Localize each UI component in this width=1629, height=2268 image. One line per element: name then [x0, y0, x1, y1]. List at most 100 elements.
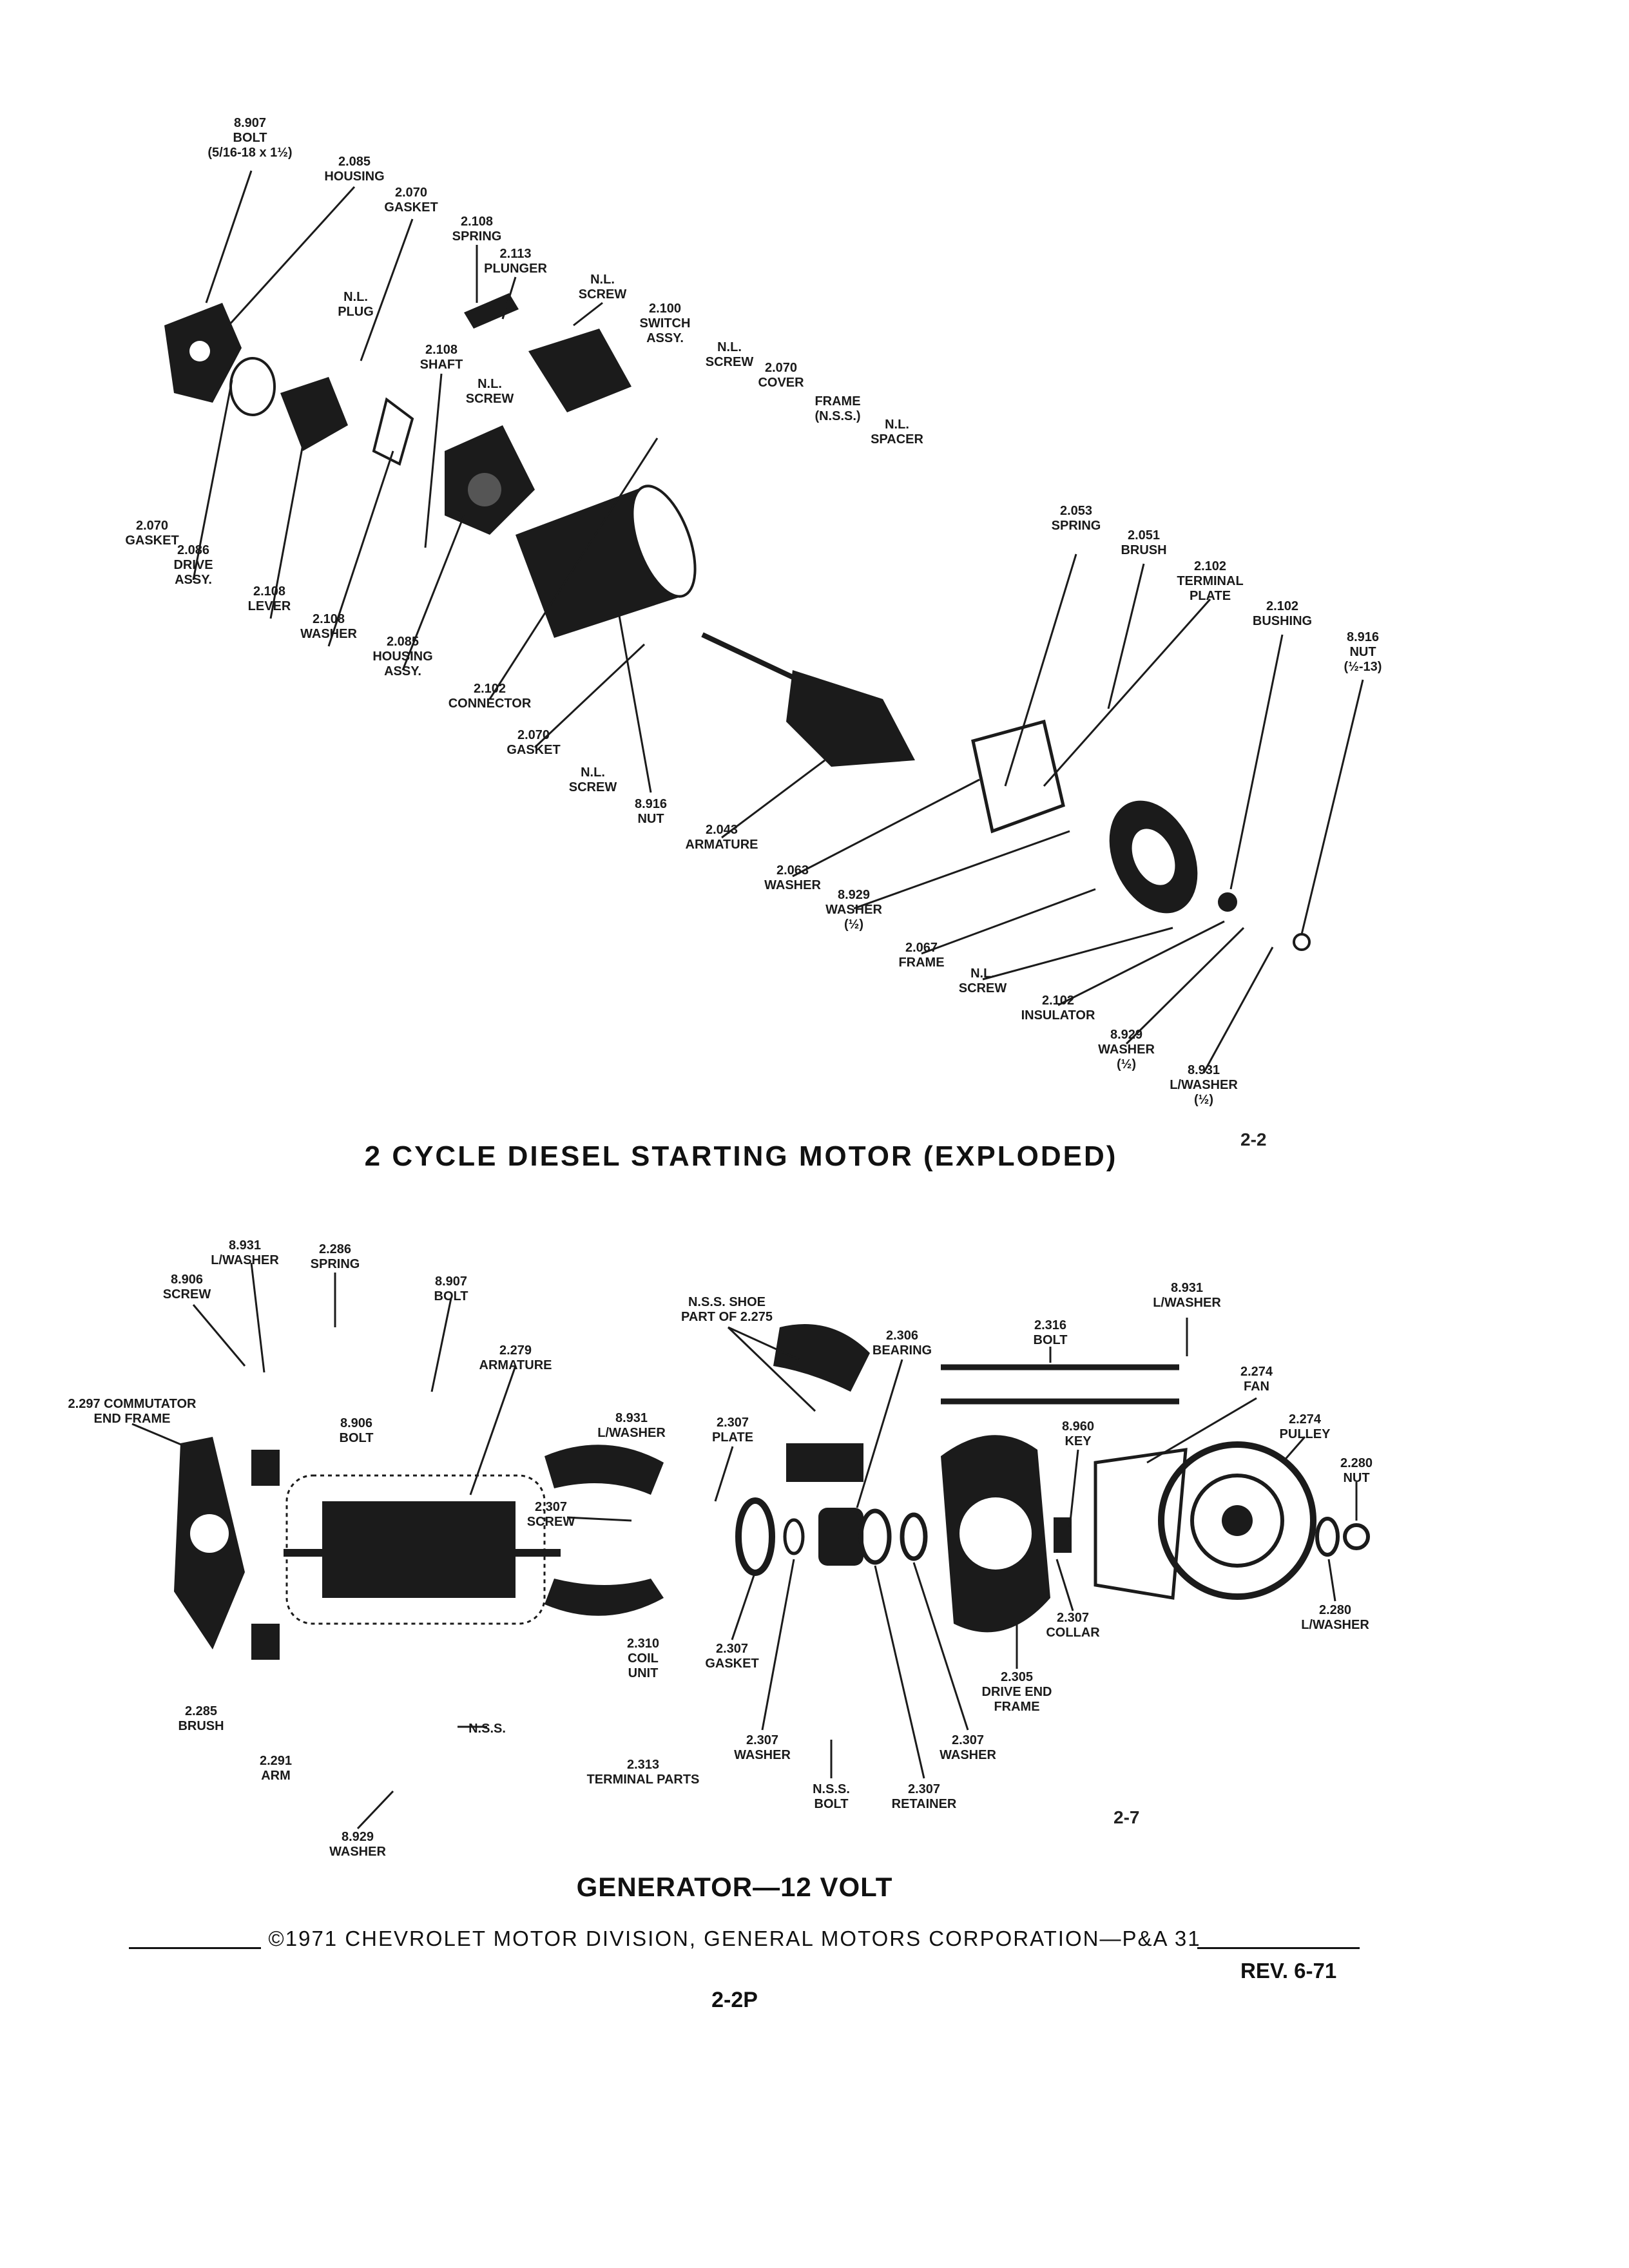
callout-text: 2.307: [951, 1733, 985, 1747]
callout-text: COLLAR: [1046, 1626, 1100, 1640]
callout-text: N.L.: [885, 418, 909, 432]
housing-bore: [189, 341, 210, 361]
callout-text: PART OF 2.275: [681, 1310, 773, 1324]
leader-line: [1281, 1436, 1306, 1463]
callout-text: 2.280: [1318, 1603, 1352, 1617]
callout-text: PLATE: [711, 1430, 754, 1445]
pulley-groove: [1190, 1474, 1284, 1568]
callout-text: 8.931: [615, 1411, 648, 1425]
callout-text: 2.307: [716, 1416, 749, 1430]
leader-line: [356, 1790, 394, 1830]
starting-motor-part-callout: N.L.SCREW: [579, 273, 626, 302]
callout-text: FRAME: [815, 394, 861, 408]
callout-text: 2.108: [460, 215, 494, 229]
leader-line: [856, 1359, 903, 1508]
callout-text: SCREW: [958, 981, 1007, 995]
leader-line: [982, 927, 1173, 981]
leader-line: [714, 1446, 734, 1502]
leader-line: [727, 1326, 816, 1412]
bushing-part: [1218, 892, 1237, 912]
callout-text: TERMINAL: [1177, 574, 1244, 588]
callout-text: 2.307: [1056, 1611, 1090, 1625]
callout-text: 2.070: [517, 728, 550, 742]
callout-text: 8.916: [1346, 630, 1380, 644]
retainer-part: [858, 1508, 892, 1565]
callout-text: SCREW: [568, 780, 617, 794]
callout-text: ARMATURE: [479, 1358, 552, 1372]
callout-text: (N.S.S.): [815, 409, 861, 423]
nut-part: [1293, 933, 1311, 951]
callout-text: WASHER: [940, 1748, 996, 1762]
callout-text: SPRING: [310, 1257, 360, 1271]
callout-text: 2.310: [626, 1637, 660, 1651]
callout-text: CONNECTOR: [448, 697, 532, 711]
washer-part-2: [900, 1512, 928, 1561]
callout-text: SCREW: [162, 1287, 211, 1302]
callout-text: PULLEY: [1279, 1427, 1331, 1441]
switch-assembly-part: [528, 329, 631, 412]
housing-assembly-bore: [468, 473, 501, 506]
commutator-end-frame-bore: [190, 1514, 229, 1553]
leader-line: [1055, 1559, 1074, 1611]
callout-text: N.S.S.: [813, 1782, 850, 1796]
washer-part: [783, 1518, 805, 1555]
callout-text: PLATE: [1189, 589, 1231, 603]
drive-assembly-part: [280, 377, 348, 451]
callout-text: N.L.: [970, 966, 995, 981]
callout-text: BOLT: [233, 131, 267, 145]
starting-motor-part-callout: N.L.SCREW: [569, 765, 617, 795]
callout-text: 2.108: [425, 343, 458, 357]
callout-text: SHAFT: [419, 358, 463, 372]
callout-text: 2.305: [1000, 1670, 1034, 1684]
callout-text: GASKET: [705, 1657, 759, 1671]
callout-text: 8.916: [634, 797, 668, 811]
pulley-rim: [1158, 1441, 1316, 1600]
leader-line: [1043, 599, 1211, 787]
callout-text: 2.102: [1193, 559, 1227, 573]
callout-text: 8.906: [170, 1273, 204, 1287]
callout-text: WASHER: [1098, 1043, 1155, 1057]
callout-text: SCREW: [465, 392, 514, 406]
leader-line: [573, 302, 603, 327]
callout-text: PLUG: [338, 305, 374, 319]
leader-line: [1107, 563, 1145, 709]
brush-upper: [251, 1450, 280, 1486]
callout-text: DRIVE END: [981, 1685, 1052, 1699]
callout-text: WASHER: [734, 1748, 791, 1762]
generator-page-ref: 2-7: [1113, 1807, 1140, 1827]
leader-line: [566, 1516, 632, 1522]
callout-text: BOLT: [814, 1797, 849, 1811]
callout-text: 8.907: [233, 116, 267, 130]
callout-text: SCREW: [526, 1515, 575, 1529]
callout-text: 2.085: [338, 155, 371, 169]
callout-text: 8.929: [1110, 1028, 1143, 1042]
callout-text: 2.086: [177, 543, 210, 557]
callout-text: WASHER: [825, 903, 882, 917]
leader-line: [1125, 927, 1245, 1045]
callout-text: BEARING: [872, 1343, 932, 1358]
callout-text: 2.316: [1034, 1318, 1067, 1332]
callout-text: ASSY.: [175, 573, 212, 587]
footer-rule-left: [129, 1947, 261, 1949]
callout-text: L/WASHER: [211, 1253, 279, 1267]
leader-line: [192, 380, 233, 581]
